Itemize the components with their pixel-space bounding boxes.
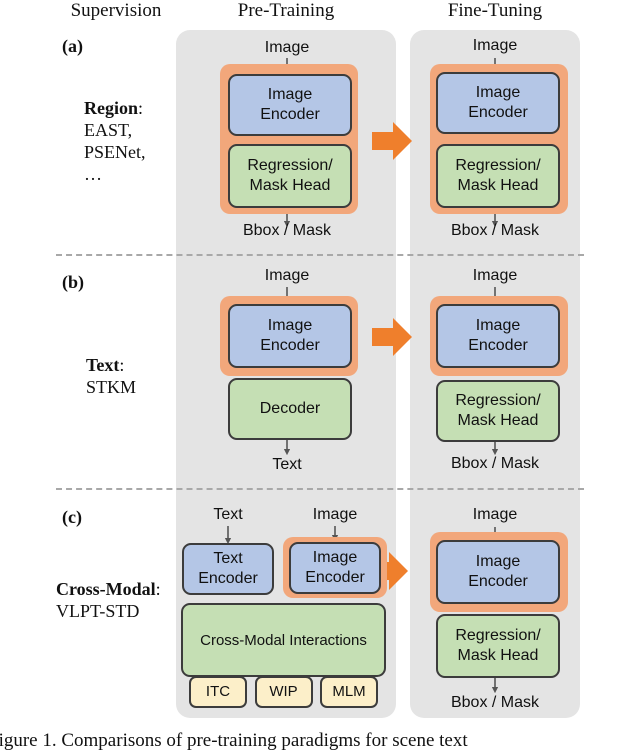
image-input-label: Image [312,506,358,523]
image-encoder-box: Image Encoder [436,72,560,134]
section-divider [56,488,584,490]
image-encoder-box: Image Encoder [228,304,352,368]
supervision-type: Region [84,98,138,118]
image-encoder-box: Image Encoder [228,74,352,136]
section-a-letter: (a) [62,36,83,56]
text-encoder-box: Text Encoder [182,543,274,595]
transfer-arrow [368,552,408,590]
image-encoder-box: Image Encoder [436,304,560,368]
method-example: EAST, [84,120,133,140]
regression-mask-head-box: Regression/ Mask Head [228,144,352,208]
bbox-mask-output-label: Bbox / Mask [450,222,540,239]
pretraining-tasks: ITC WIP MLM [183,671,384,708]
section-b-letter: (b) [62,272,84,292]
section-c-letter: (c) [62,507,82,527]
method-example: PSENet, [84,142,146,162]
task-wip: WIP [254,676,313,708]
cross-modal-interactions-box: Cross-Modal Interactions ITC WIP MLM [181,603,386,708]
cross-modal-interactions-title: Cross-Modal Interactions [200,632,367,649]
text-output-label: Text [272,456,302,473]
text-input-label: Text [213,506,243,523]
pretraining-header: Pre-Training [237,0,335,21]
supervision-header: Supervision [70,0,162,21]
regression-mask-head-box: Regression/ Mask Head [436,614,560,678]
supervision-type: Text [86,355,120,375]
image-input-label: Image [472,267,518,284]
method-example: VLPT-STD [56,601,140,621]
image-input-label: Image [472,506,518,523]
task-itc: ITC [189,676,247,708]
image-input-label: Image [264,267,310,284]
section-c-supervision: Cross-Modal: VLPT-STD [56,578,186,622]
bbox-mask-output-label: Bbox / Mask [450,455,540,472]
section-b-supervision: Text: STKM [86,354,186,398]
section-divider [56,254,584,256]
image-input-label: Image [264,39,310,56]
method-example: … [84,164,102,184]
transfer-arrow [372,318,412,356]
task-mlm: MLM [320,676,378,708]
image-input-label: Image [472,37,518,54]
decoder-box: Decoder [228,378,352,440]
bbox-mask-output-label: Bbox / Mask [242,222,332,239]
regression-mask-head-box: Regression/ Mask Head [436,144,560,208]
regression-mask-head-box: Regression/ Mask Head [436,380,560,442]
finetuning-header: Fine-Tuning [447,0,543,21]
section-a-supervision: Region: EAST, PSENet, … [84,97,184,185]
bbox-mask-output-label: Bbox / Mask [450,694,540,711]
image-encoder-box: Image Encoder [436,540,560,604]
method-example: STKM [86,377,137,397]
figure-caption: Figure 1. Comparisons of pre-training pa… [0,730,468,751]
image-encoder-box: Image Encoder [289,542,381,594]
transfer-arrow [372,122,412,160]
supervision-type: Cross-Modal [56,579,156,599]
